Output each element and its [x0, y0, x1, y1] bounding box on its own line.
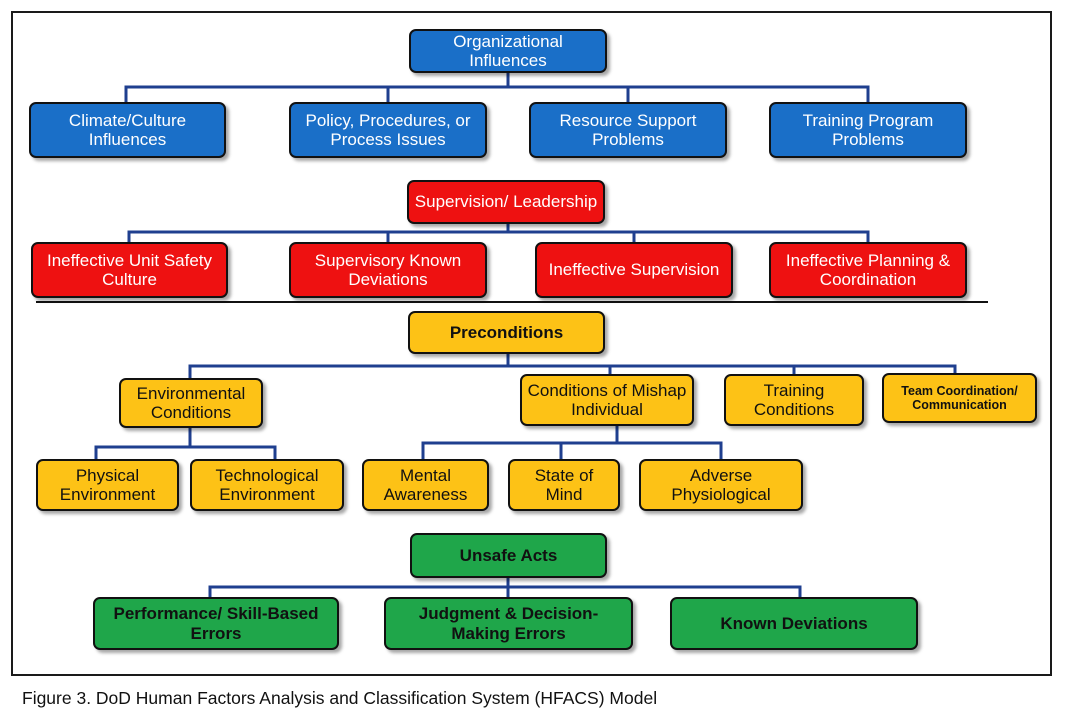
preconditions-label: Preconditions [449, 322, 564, 342]
climate-culture-box: Climate/Culture Influences [29, 102, 226, 158]
supervision-leadership-label: Supervision/ Leadership [414, 192, 598, 212]
unsafe-acts-box: Unsafe Acts [410, 533, 607, 578]
environmental-conditions-label: Environmental Conditions [136, 383, 246, 422]
state-of-mind-box: State of Mind [508, 459, 620, 511]
physical-environment-label: Physical Environment [59, 465, 156, 504]
adverse-physiological-box: Adverse Physiological [639, 459, 803, 511]
team-coordination-box: Team Coordination/ Communication [882, 373, 1037, 423]
training-conditions-box: Training Conditions [724, 374, 864, 426]
resource-support-box: Resource Support Problems [529, 102, 727, 158]
conditions-mishap-individual-box: Conditions of Mishap Individual [520, 374, 694, 426]
unsafe-acts-label: Unsafe Acts [459, 545, 558, 565]
adverse-physiological-label: Adverse Physiological [671, 465, 771, 504]
physical-environment-box: Physical Environment [36, 459, 179, 511]
figure-caption: Figure 3. DoD Human Factors Analysis and… [22, 688, 658, 708]
supervisory-known-deviations-label: Supervisory Known Deviations [314, 250, 462, 289]
technological-environment-label: Technological Environment [215, 465, 319, 504]
ineffective-supervision-box: Ineffective Supervision [535, 242, 733, 298]
organizational-influences-label: Organizational Influences [453, 31, 563, 70]
environmental-conditions-box: Environmental Conditions [119, 378, 263, 428]
judgment-decision-box: Judgment & Decision-Making Errors [384, 597, 633, 650]
resource-support-label: Resource Support Problems [559, 110, 697, 149]
known-deviations-label: Known Deviations [720, 613, 868, 633]
state-of-mind-label: State of Mind [534, 465, 594, 504]
technological-environment-box: Technological Environment [190, 459, 344, 511]
ineffective-planning-label: Ineffective Planning & Coordination [785, 250, 951, 289]
judgment-decision-label: Judgment & Decision-Making Errors [418, 604, 599, 643]
performance-skill-based-box: Performance/ Skill-Based Errors [93, 597, 339, 650]
ineffective-unit-safety-box: Ineffective Unit Safety Culture [31, 242, 228, 298]
mental-awareness-box: Mental Awareness [362, 459, 489, 511]
team-coordination-label: Team Coordination/ Communication [901, 384, 1018, 412]
supervision-leadership-box: Supervision/ Leadership [407, 180, 605, 224]
conditions-mishap-individual-label: Conditions of Mishap Individual [527, 380, 687, 419]
training-program-label: Training Program Problems [802, 110, 934, 149]
performance-skill-based-label: Performance/ Skill-Based Errors [113, 604, 319, 643]
training-program-box: Training Program Problems [769, 102, 967, 158]
mental-awareness-label: Mental Awareness [383, 465, 468, 504]
ineffective-supervision-label: Ineffective Supervision [548, 260, 720, 280]
ineffective-unit-safety-label: Ineffective Unit Safety Culture [46, 250, 213, 289]
preconditions-box: Preconditions [408, 311, 605, 354]
policy-procedures-box: Policy, Procedures, or Process Issues [289, 102, 487, 158]
training-conditions-label: Training Conditions [753, 380, 835, 419]
supervisory-known-deviations-box: Supervisory Known Deviations [289, 242, 487, 298]
organizational-influences-box: Organizational Influences [409, 29, 607, 73]
known-deviations-box: Known Deviations [670, 597, 918, 650]
ineffective-planning-box: Ineffective Planning & Coordination [769, 242, 967, 298]
climate-culture-label: Climate/Culture Influences [68, 110, 187, 149]
policy-procedures-label: Policy, Procedures, or Process Issues [305, 110, 471, 149]
